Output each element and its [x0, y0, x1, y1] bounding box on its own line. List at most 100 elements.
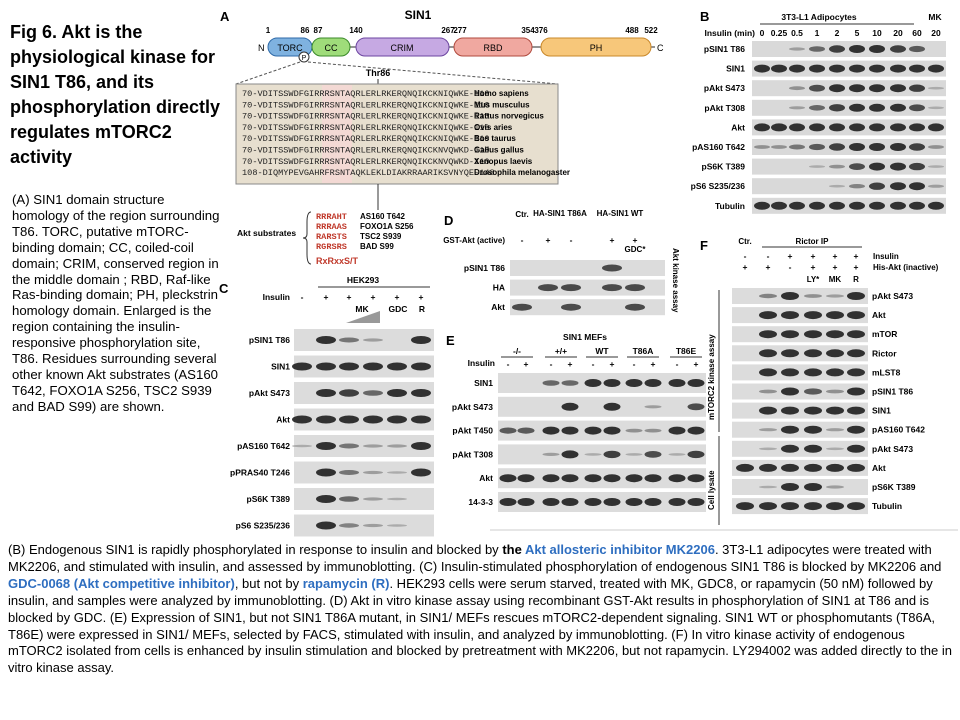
- blot-band: [804, 388, 822, 395]
- blot-band: [804, 502, 822, 511]
- blot-band: [736, 463, 754, 472]
- panel-d-group-1: HA-SIN1 T86A: [533, 209, 587, 218]
- genotype-label: T86E: [676, 346, 697, 356]
- blot-band: [316, 415, 336, 424]
- blot-band: [869, 84, 885, 93]
- blot-band: [869, 64, 885, 73]
- blot-strip: [510, 279, 665, 296]
- blot-band: [603, 426, 621, 435]
- blot-band: [890, 103, 906, 112]
- blot-label: Rictor: [872, 348, 897, 358]
- blot-strip: [732, 326, 868, 343]
- his-akt-sign: +: [833, 262, 838, 272]
- blot-band: [316, 362, 336, 371]
- blot-band: [759, 463, 777, 472]
- blot-band: [771, 64, 787, 73]
- panel-d-group-2: HA-SIN1 WT: [597, 209, 644, 218]
- blot-band: [826, 389, 844, 394]
- blot-band: [909, 84, 925, 92]
- insulin-sign: -: [676, 359, 679, 369]
- panel-f-row2-label: His-Akt (inactive): [873, 263, 939, 272]
- time-label: 10: [872, 28, 882, 38]
- blot-strip: [510, 299, 665, 316]
- blot-band: [826, 502, 844, 511]
- caption-b-part-4: . HEK293 cells were serum starved, treat…: [8, 575, 952, 676]
- blot-band: [687, 403, 705, 411]
- blot-band: [512, 303, 532, 311]
- blot-band: [890, 143, 906, 151]
- blot-band: [561, 450, 579, 459]
- substrate-sequence: RARSTS: [316, 232, 347, 242]
- panel-c-mk: MK: [355, 304, 369, 314]
- panel-f-mk: MK: [829, 275, 842, 284]
- blot-band: [849, 201, 865, 210]
- blot-band: [890, 162, 906, 171]
- blot-band: [781, 463, 799, 472]
- blot-band: [781, 483, 799, 491]
- blot-band: [804, 368, 822, 377]
- blot-band: [411, 468, 431, 477]
- blot-band: [644, 474, 662, 483]
- blot-band: [603, 450, 621, 459]
- panel-e-header: SIN1 MEFs: [563, 332, 607, 342]
- time-label: 0: [760, 28, 765, 38]
- insulin-sign: -: [592, 359, 595, 369]
- blot-band: [809, 165, 825, 168]
- insulin-sign: +: [419, 292, 424, 302]
- blot-band: [687, 474, 705, 483]
- blot-band: [809, 105, 825, 111]
- blot-band: [869, 123, 885, 132]
- blot-label: pAkt S473: [704, 83, 745, 93]
- blot-label: pAkt S473: [872, 291, 913, 301]
- domain-rbd: [453, 37, 533, 57]
- blot-band: [759, 447, 777, 451]
- blot-band: [789, 123, 805, 132]
- blot-band: [754, 64, 770, 73]
- blot-band: [759, 293, 777, 299]
- blot-strip: [498, 420, 706, 441]
- panel-d-signs: -+-++: [521, 235, 638, 245]
- position-label: 522: [644, 26, 658, 35]
- blot-strip: [732, 421, 868, 438]
- blot-band: [909, 64, 925, 73]
- blot-band: [804, 330, 822, 339]
- panel-f-row1-label: Insulin: [873, 252, 899, 261]
- domain-ph: [540, 37, 652, 57]
- substrate-brace: [302, 211, 312, 265]
- blot-band: [625, 474, 643, 483]
- alignment-rows: 70-VDITSSWDFGIRRRSNTAQRLERLRKERQNQIKCKNI…: [242, 89, 570, 178]
- protein-name: SIN1: [405, 8, 432, 22]
- insulin-sign: +: [651, 359, 656, 369]
- panel-c-insulin: Insulin: [263, 292, 290, 302]
- position-label: 354: [521, 26, 535, 35]
- time-label: 5: [855, 28, 860, 38]
- panel-d-gdc: GDC*: [625, 245, 647, 254]
- blot-strip: [510, 260, 665, 276]
- blot-label: pAS160 T642: [872, 425, 925, 435]
- blot-band: [789, 144, 805, 150]
- blot-band: [387, 415, 407, 424]
- blot-band: [781, 292, 799, 300]
- substrate-name: FOXO1A S256: [360, 222, 414, 231]
- time-label: 0.25: [771, 28, 788, 38]
- blot-label: SIN1: [726, 64, 745, 74]
- alignment-species: Gallus gallus: [474, 146, 524, 155]
- blot-label: pAkt S473: [452, 402, 493, 412]
- his-akt-sign: +: [811, 262, 816, 272]
- blot-band: [736, 502, 754, 511]
- blot-band: [829, 84, 845, 93]
- blot-band: [561, 402, 579, 411]
- blot-label: Tubulin: [715, 201, 745, 211]
- blot-band: [771, 201, 787, 210]
- blot-band: [292, 444, 312, 448]
- gst-sign: +: [546, 235, 551, 245]
- panel-c-header: HEK293: [347, 275, 379, 285]
- blot-band: [826, 349, 844, 358]
- his-akt-sign: -: [789, 262, 792, 272]
- blot-band: [316, 468, 336, 477]
- blot-band: [316, 336, 336, 344]
